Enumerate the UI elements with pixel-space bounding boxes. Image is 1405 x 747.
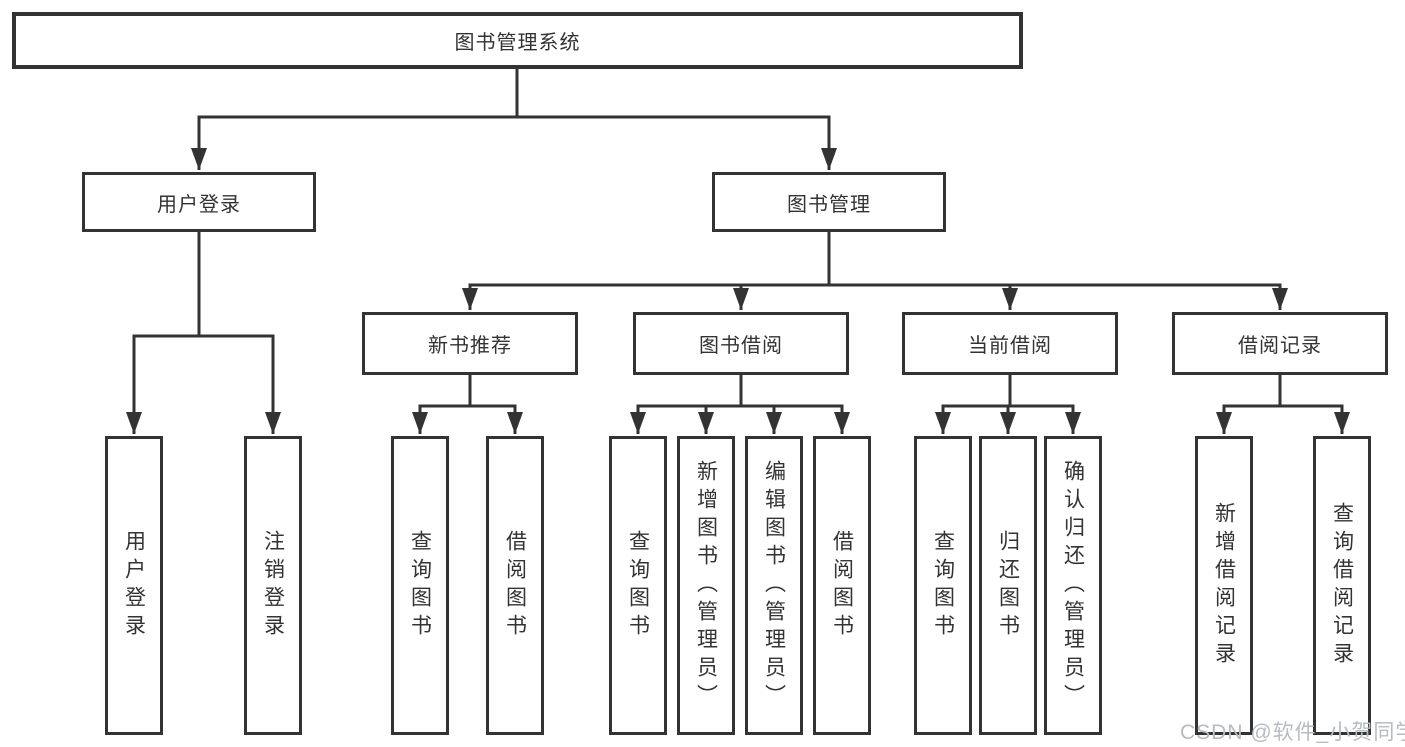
leaf-query-borrow-record-label: 查询借阅记录 xyxy=(1330,501,1354,670)
leaf-query-books-current-label: 查询图书 xyxy=(931,529,955,642)
leaf-query-books-recommend: 查询图书 xyxy=(391,436,449,735)
leaf-logout-label: 注销登录 xyxy=(261,529,285,642)
leaf-confirm-return-admin-label: 确认归还（管理员） xyxy=(1061,459,1085,712)
leaf-user-login: 用户登录 xyxy=(105,436,163,735)
root-node-library-system: 图书管理系统 xyxy=(12,12,1023,69)
leaf-query-books-borrowing-label: 查询图书 xyxy=(626,529,650,642)
leaf-edit-book-admin: 编辑图书（管理员） xyxy=(745,436,803,735)
group-book-borrowing: 图书借阅 xyxy=(633,312,849,375)
leaf-edit-book-admin-label: 编辑图书（管理员） xyxy=(762,459,786,712)
leaf-add-book-admin-label: 新增图书（管理员） xyxy=(694,459,718,712)
leaf-add-borrow-record: 新增借阅记录 xyxy=(1195,436,1253,735)
watermark: CSDN @软件_小贺同学 xyxy=(1180,721,1405,744)
group-current-borrowing: 当前借阅 xyxy=(902,312,1118,375)
branch-book-management: 图书管理 xyxy=(712,172,946,232)
leaf-query-books-recommend-label: 查询图书 xyxy=(408,529,432,642)
group-new-book-recommendation: 新书推荐 xyxy=(362,312,578,375)
leaf-return-books-label: 归还图书 xyxy=(996,529,1020,642)
leaf-add-borrow-record-label: 新增借阅记录 xyxy=(1212,501,1236,670)
leaf-user-login-label: 用户登录 xyxy=(122,529,146,642)
leaf-borrow-books: 借阅图书 xyxy=(813,436,871,735)
leaf-query-books-borrowing: 查询图书 xyxy=(609,436,667,735)
group-borrowing-records: 借阅记录 xyxy=(1172,312,1388,375)
leaf-query-books-current: 查询图书 xyxy=(914,436,972,735)
leaf-logout: 注销登录 xyxy=(244,436,302,735)
leaf-borrow-books-recommend: 借阅图书 xyxy=(486,436,544,735)
leaf-add-book-admin: 新增图书（管理员） xyxy=(677,436,735,735)
leaf-confirm-return-admin: 确认归还（管理员） xyxy=(1044,436,1102,735)
leaf-return-books: 归还图书 xyxy=(979,436,1037,735)
branch-user-login: 用户登录 xyxy=(82,172,316,232)
leaf-borrow-books-label: 借阅图书 xyxy=(830,529,854,642)
leaf-query-borrow-record: 查询借阅记录 xyxy=(1313,436,1371,735)
leaf-borrow-books-recommend-label: 借阅图书 xyxy=(503,529,527,642)
